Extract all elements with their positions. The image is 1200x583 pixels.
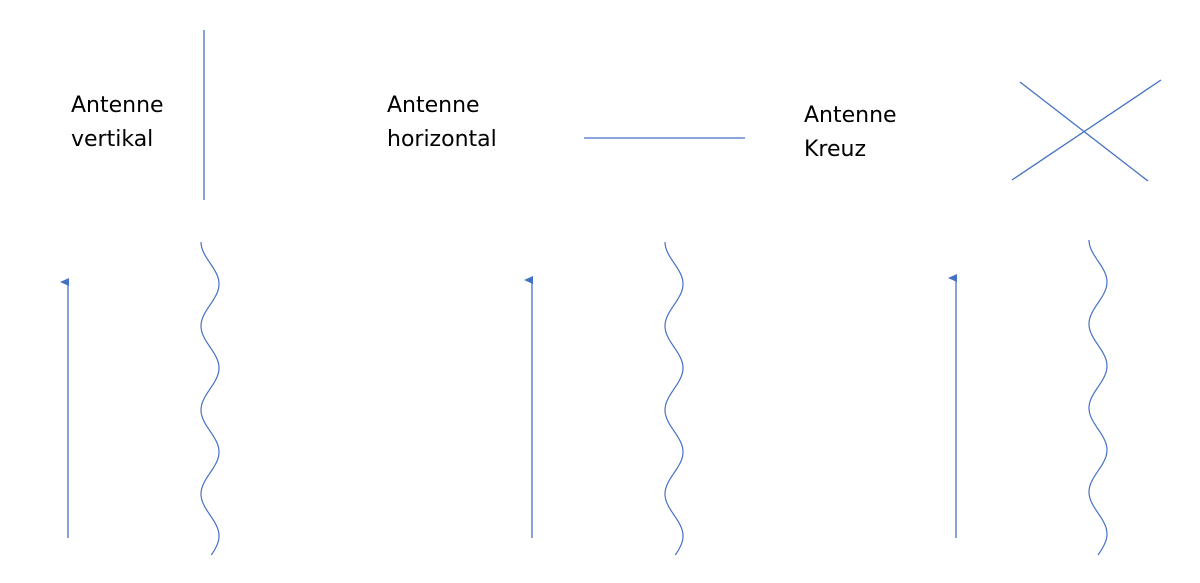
antenna-group-horizontal: Antenne horizontal <box>387 93 745 556</box>
wave-cross <box>1088 239 1108 556</box>
antenna-label-vertical-line1: Antenne <box>71 93 164 118</box>
antenna-label-cross-line2: Kreuz <box>804 137 866 162</box>
antenna-label-cross: Antenne Kreuz <box>804 103 904 162</box>
antenna-group-vertical: Antenne vertikal <box>60 30 220 556</box>
antenna-label-cross-line1: Antenne <box>804 103 897 128</box>
cross-antenna-line-2 <box>1011 79 1162 181</box>
antenna-label-vertical: Antenne vertikal <box>71 93 171 152</box>
antenna-group-cross: Antenne Kreuz <box>804 79 1162 556</box>
antenna-label-horizontal: Antenne horizontal <box>387 93 497 152</box>
antenna-label-vertical-line2: vertikal <box>71 127 153 152</box>
antenna-label-horizontal-line2: horizontal <box>387 127 497 152</box>
wave-horizontal <box>664 241 684 556</box>
antenna-label-horizontal-line1: Antenne <box>387 93 480 118</box>
wave-vertical <box>200 241 220 556</box>
